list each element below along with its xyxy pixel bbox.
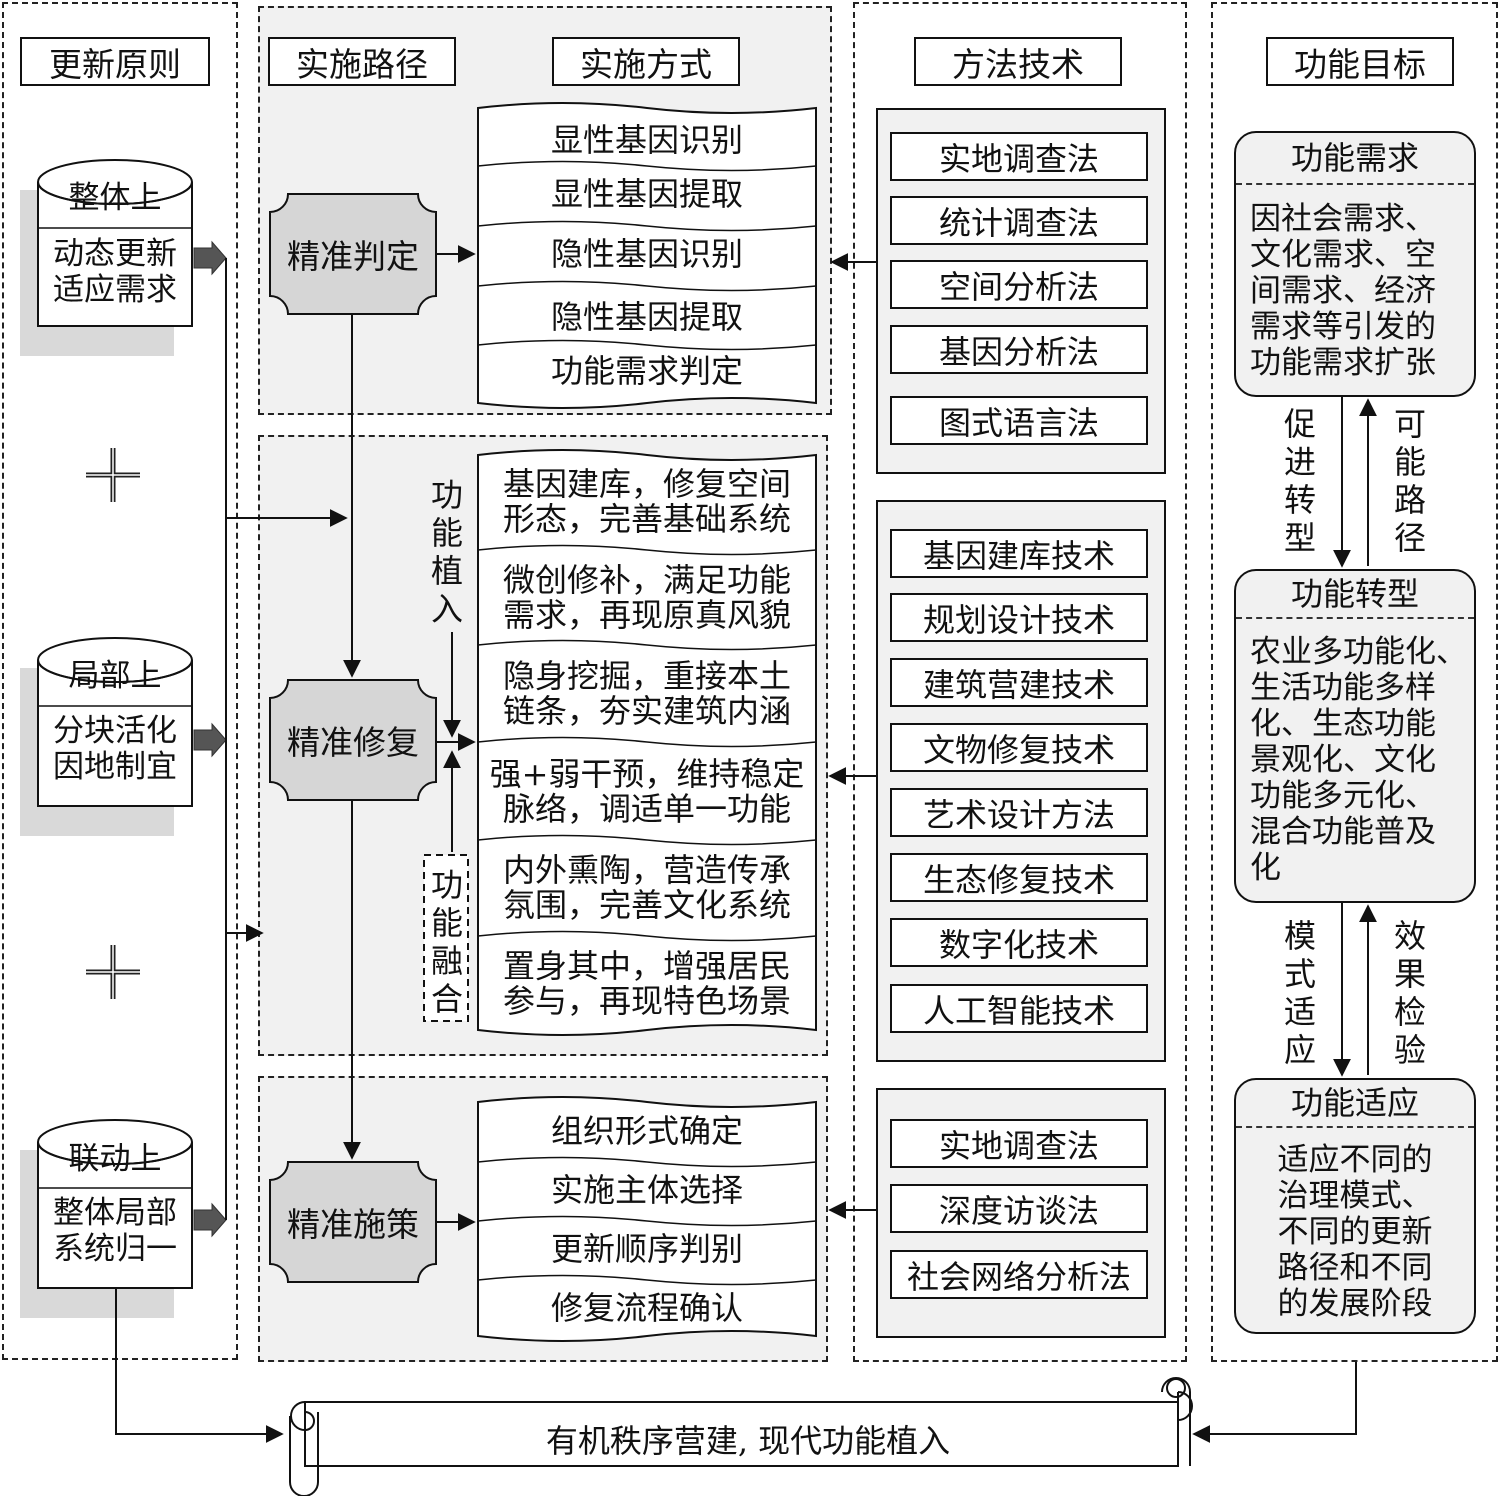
goal-link-promote: 促进转型 [1283,405,1316,557]
technique-item: 统计调查法 [890,196,1148,245]
scroll-curl-right [1177,1391,1193,1422]
principle-local-body: 分块活化 因地制宜 [53,713,177,785]
header-goals: 功能目标 [1266,37,1454,86]
goal-adapt-box: 功能适应 适应不同的 治理模式、 不同的更新 路径和不同 的发展阶段 [1234,1078,1476,1334]
label-function-fusion: 功能融合 [430,866,463,1018]
plus-icon [84,943,142,1001]
principle-overall-body: 动态更新 适应需求 [53,236,177,308]
technique-item: 规划设计技术 [890,593,1148,642]
technique-item: 图式语言法 [890,396,1148,445]
principle-overall-title: 整体上 [68,180,162,216]
scroll-banner-text: 有机秩序营建, 现代功能植入 [545,1422,951,1460]
method-policy-item: 修复流程确认 [550,1289,743,1327]
label-function-implant: 功能植入 [430,476,463,628]
method-judge-item: 显性基因识别 [550,121,743,159]
technique-item: 基因分析法 [890,325,1148,374]
method-policy-item: 实施主体选择 [550,1171,743,1209]
goal-link-mode: 模式适应 [1283,917,1316,1069]
technique-item: 空间分析法 [890,260,1148,309]
method-policy-item: 更新顺序判别 [550,1230,743,1268]
scroll-roll-left [289,1412,319,1496]
technique-item: 文物修复技术 [890,723,1148,772]
goal-link-possible: 可能路径 [1393,405,1426,557]
technique-item: 深度访谈法 [890,1184,1148,1233]
method-repair-item: 隐身挖掘，重接本土链条，夯实建筑内涵 [502,657,791,730]
header-path: 实施路径 [268,37,456,86]
method-policy-item: 组织形式确定 [550,1112,743,1150]
goal-demand-body: 因社会需求、 文化需求、空 间需求、经济 需求等引发的 功能需求扩张 [1250,201,1436,381]
arrow-goals-to-banner [1192,1362,1357,1443]
goal-link-effect: 效果检验 [1393,917,1426,1069]
node-judge-label: 精准判定 [287,237,419,276]
goal-transform-body: 农业多功能化、 生活功能多样 化、生态功能 景观化、文化 功能多元化、 混合功能… [1250,634,1467,886]
goal-transform-box: 功能转型 农业多功能化、 生活功能多样 化、生态功能 景观化、文化 功能多元化、… [1234,569,1476,903]
node-policy-label: 精准施策 [287,1205,419,1244]
goal-transform-title: 功能转型 [1236,571,1474,619]
method-judge-item: 功能需求判定 [550,352,743,390]
principle-linkage-body: 整体局部 系统归一 [53,1195,177,1267]
technique-item: 实地调查法 [890,132,1148,181]
technique-item: 生态修复技术 [890,853,1148,902]
method-repair-item: 微创修补，满足功能需求，再现原真风貌 [502,561,791,634]
method-judge-item: 隐性基因识别 [550,235,743,273]
technique-item: 社会网络分析法 [890,1250,1148,1299]
method-judge-item: 显性基因提取 [550,175,743,213]
technique-item: 实地调查法 [890,1119,1148,1168]
technique-item: 基因建库技术 [890,529,1148,578]
header-techniques: 方法技术 [914,37,1122,86]
technique-item: 人工智能技术 [890,984,1148,1033]
node-repair-label: 精准修复 [287,723,419,762]
technique-item: 数字化技术 [890,918,1148,967]
goal-adapt-body: 适应不同的 治理模式、 不同的更新 路径和不同 的发展阶段 [1277,1142,1433,1322]
method-repair-item: 基因建库，修复空间形态，完善基础系统 [502,465,791,538]
header-method: 实施方式 [552,37,740,86]
method-repair-item: 内外熏陶，营造传承氛围，完善文化系统 [502,851,791,924]
techniques-panel-tech [876,500,1166,1062]
method-judge-item: 隐性基因提取 [550,298,743,336]
technique-item: 艺术设计方法 [890,788,1148,837]
header-principles: 更新原则 [20,37,210,86]
method-repair-item: 强+弱干预，维持稳定脉络，调适单一功能 [489,755,805,828]
plus-icon [84,446,142,504]
scroll-knob [1166,1378,1186,1398]
scroll-curl-left [290,1401,315,1432]
goal-demand-box: 功能需求 因社会需求、 文化需求、空 间需求、经济 需求等引发的 功能需求扩张 [1234,131,1476,397]
goal-demand-title: 功能需求 [1236,133,1474,185]
principle-local-title: 局部上 [68,658,162,694]
principle-linkage-title: 联动上 [68,1141,162,1177]
method-repair-item: 置身其中，增强居民参与，再现特色场景 [502,947,791,1020]
technique-item: 建筑营建技术 [890,658,1148,707]
goal-adapt-title: 功能适应 [1236,1080,1474,1128]
